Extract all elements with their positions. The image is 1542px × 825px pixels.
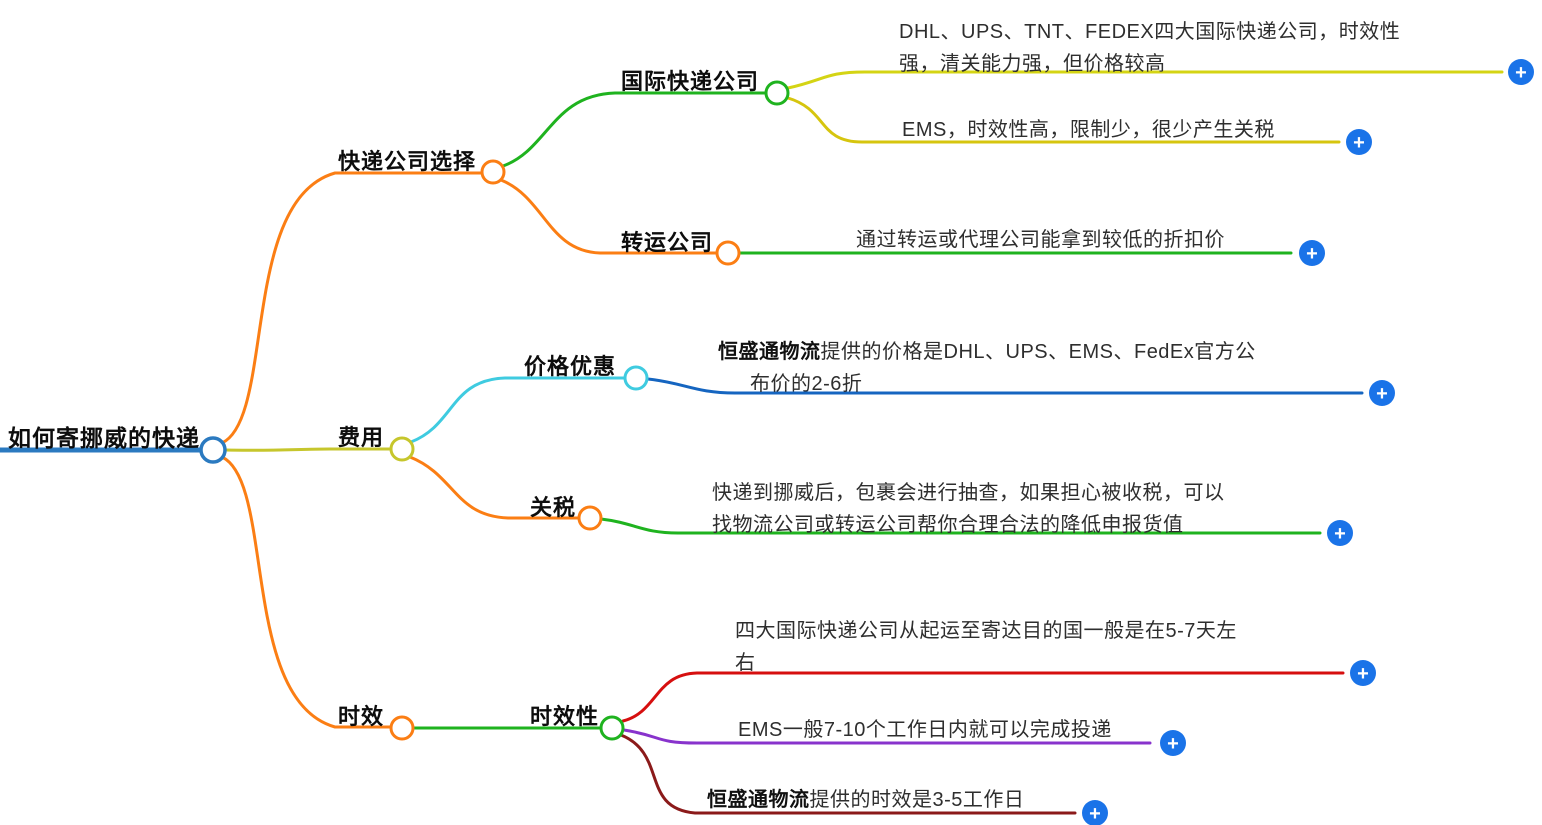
node-dot-cost[interactable] — [389, 436, 415, 462]
expand-button[interactable]: + — [1346, 129, 1372, 155]
node-dot-timeliness-sub[interactable] — [599, 715, 625, 741]
expand-button[interactable]: + — [1160, 730, 1186, 756]
edge-tariff-leaf — [599, 517, 1322, 535]
plus-circle-icon — [1082, 800, 1108, 825]
plus-icon: + — [1306, 243, 1318, 265]
node-dot-transfer-company[interactable] — [715, 240, 741, 266]
expand-button[interactable]: + — [1327, 520, 1353, 546]
node-label-intl-express[interactable]: 国际快递公司 — [621, 69, 760, 94]
edge-root-to-company — [220, 171, 483, 445]
plus-circle-icon — [1508, 59, 1534, 85]
plus-circle-icon — [1369, 380, 1395, 406]
node-dot-tariff[interactable] — [577, 505, 603, 531]
plus-icon: + — [1089, 803, 1101, 825]
node-label-timeliness[interactable]: 时效 — [338, 704, 385, 729]
leaf-price-detail-brand: 恒盛通物流 — [718, 341, 821, 363]
edge-company-to-transfer — [499, 178, 718, 255]
expand-button[interactable]: + — [1299, 240, 1325, 266]
node-dot-root[interactable] — [199, 436, 227, 464]
leaf-tariff-detail[interactable]: 快递到挪威后，包裹会进行抽查，如果担心被收税，可以 找物流公司或转运公司帮你合理… — [712, 482, 1225, 536]
node-label-cost[interactable]: 费用 — [338, 425, 385, 450]
expand-button[interactable]: + — [1350, 660, 1376, 686]
leaf-time-brand-name: 恒盛通物流 — [707, 789, 810, 811]
node-dot-timeliness[interactable] — [389, 715, 415, 741]
leaf-price-detail-rest: 提供的价格是DHL、UPS、EMS、FedEx官方公 布价的2-6折 — [750, 341, 1256, 395]
edge-time-leaf2 — [622, 728, 1152, 745]
leaf-time-brand[interactable]: 恒盛通物流提供的时效是3-5工作日 — [707, 784, 1024, 816]
plus-circle-icon — [1346, 129, 1372, 155]
expand-button[interactable]: + — [1082, 800, 1108, 825]
leaf-time-brand-rest: 提供的时效是3-5工作日 — [809, 789, 1025, 811]
edge-cost-to-discount — [409, 376, 626, 444]
plus-circle-icon — [1299, 240, 1325, 266]
leaf-time-big4[interactable]: 四大国际快递公司从起运至寄达目的国一般是在5-7天左 右 — [735, 620, 1237, 674]
node-label-tariff[interactable]: 关税 — [530, 495, 577, 520]
plus-icon: + — [1167, 733, 1179, 755]
node-dot-express-company[interactable] — [480, 159, 506, 185]
leaf-intl-ems[interactable]: EMS，时效性高，限制少，很少产生关税 — [902, 119, 1275, 141]
plus-circle-icon — [1350, 660, 1376, 686]
node-dot-intl-express[interactable] — [764, 80, 790, 106]
edge-intl-leaf2 — [786, 96, 1341, 144]
plus-icon: + — [1376, 383, 1388, 405]
leaf-price-detail[interactable]: 恒盛通物流提供的价格是DHL、UPS、EMS、FedEx官方公 布价的2-6折 — [718, 336, 1256, 400]
edge-discount-leaf — [646, 377, 1364, 395]
edge-root-to-time — [220, 455, 393, 729]
node-label-price-discount[interactable]: 价格优惠 — [524, 354, 617, 379]
node-label-root[interactable]: 如何寄挪威的快递 — [8, 425, 200, 451]
expand-button[interactable]: + — [1508, 59, 1534, 85]
edge-cost-to-tariff — [408, 455, 581, 520]
plus-circle-icon — [1160, 730, 1186, 756]
edge-time-leaf1 — [621, 671, 1345, 723]
node-dot-price-discount[interactable] — [623, 365, 649, 391]
edge-time-leaf3 — [619, 733, 1077, 815]
plus-icon: + — [1515, 62, 1527, 84]
plus-icon: + — [1357, 663, 1369, 685]
edge-intl-leaf1 — [786, 70, 1504, 90]
node-label-timeliness-sub[interactable]: 时效性 — [530, 704, 600, 729]
plus-icon: + — [1353, 132, 1365, 154]
leaf-intl-big4[interactable]: DHL、UPS、TNT、FEDEX四大国际快递公司，时效性 强，清关能力强，但价… — [899, 21, 1401, 75]
node-label-transfer-company[interactable]: 转运公司 — [621, 230, 714, 255]
plus-icon: + — [1334, 523, 1346, 545]
leaf-transfer-discount[interactable]: 通过转运或代理公司能拿到较低的折扣价 — [856, 229, 1225, 251]
plus-circle-icon — [1327, 520, 1353, 546]
node-label-express-company[interactable]: 快递公司选择 — [338, 149, 477, 174]
edge-root-to-cost — [224, 447, 392, 452]
expand-button[interactable]: + — [1369, 380, 1395, 406]
edge-company-to-intl — [501, 91, 768, 168]
leaf-time-ems[interactable]: EMS一般7-10个工作日内就可以完成投递 — [738, 719, 1112, 741]
